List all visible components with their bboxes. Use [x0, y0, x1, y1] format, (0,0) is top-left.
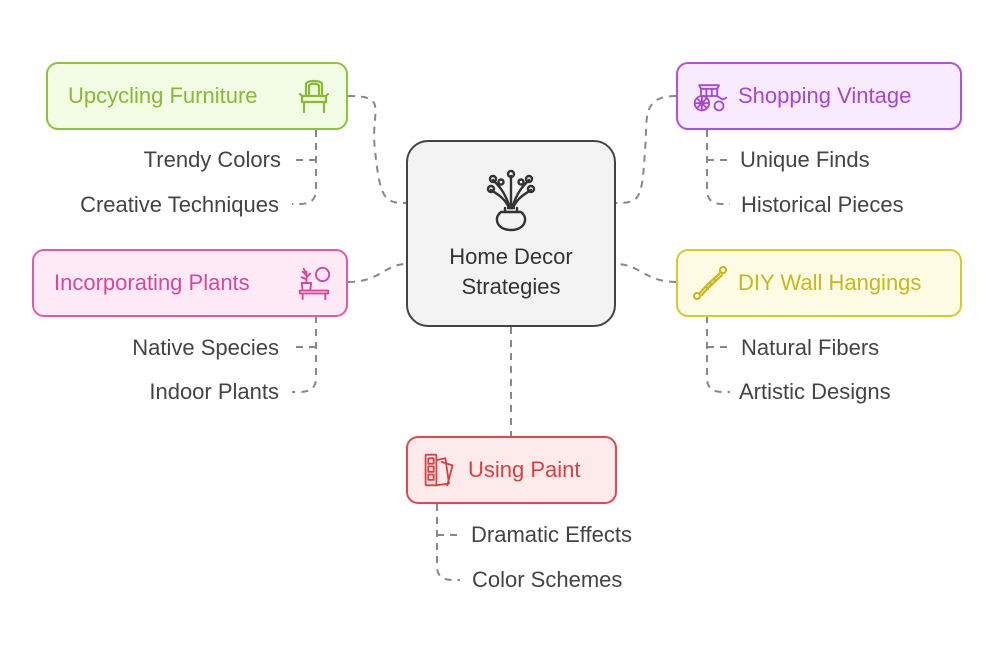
connector-diy	[615, 263, 677, 283]
leaf-color-schemes: Color Schemes	[472, 567, 623, 592]
leaf-creative-techniques: Creative Techniques	[80, 192, 279, 217]
leaf-native-species: Native Species	[132, 335, 279, 360]
connector-diy-child	[706, 316, 730, 393]
branch-upcycling-furniture[interactable]: Upcycling Furniture	[46, 62, 348, 130]
branch-shopping-vintage[interactable]: Shopping Vintage	[676, 62, 962, 130]
connector-vintage	[615, 95, 677, 204]
hanging-icon	[692, 265, 728, 301]
connector-plants	[347, 263, 407, 283]
branch-incorporating-plants[interactable]: Incorporating Plants	[32, 249, 348, 317]
leaf-indoor-plants: Indoor Plants	[149, 379, 279, 404]
leaf-unique-finds: Unique Finds	[740, 147, 870, 172]
vase-icon	[408, 168, 614, 232]
leaf-artistic-designs: Artistic Designs	[739, 379, 891, 404]
branch-label: Shopping Vintage	[738, 83, 912, 108]
connector-plants-child	[292, 316, 317, 393]
chair-icon	[296, 78, 332, 114]
leaf-historical-pieces: Historical Pieces	[741, 192, 904, 217]
connector-paint-child	[436, 504, 460, 581]
branch-label: Upcycling Furniture	[68, 83, 258, 108]
connector-upcycling	[347, 95, 407, 204]
paint-swatch-icon	[422, 452, 458, 488]
connector-vintage-child	[706, 130, 730, 205]
branch-label: DIY Wall Hangings	[738, 270, 922, 295]
branch-label: Using Paint	[468, 457, 581, 482]
branch-label: Incorporating Plants	[54, 270, 250, 295]
center-title: Home Decor Strategies	[449, 244, 573, 299]
plant-icon	[296, 265, 332, 301]
branch-using-paint[interactable]: Using Paint	[406, 436, 617, 504]
leaf-trendy-colors: Trendy Colors	[143, 147, 281, 172]
leaf-dramatic-effects: Dramatic Effects	[471, 522, 632, 547]
branch-diy-wall-hangings[interactable]: DIY Wall Hangings	[676, 249, 962, 317]
center-node[interactable]: Home Decor Strategies	[406, 140, 616, 327]
connector-upcycling-child	[292, 130, 317, 205]
carriage-icon	[692, 78, 728, 114]
leaf-natural-fibers: Natural Fibers	[741, 335, 880, 360]
